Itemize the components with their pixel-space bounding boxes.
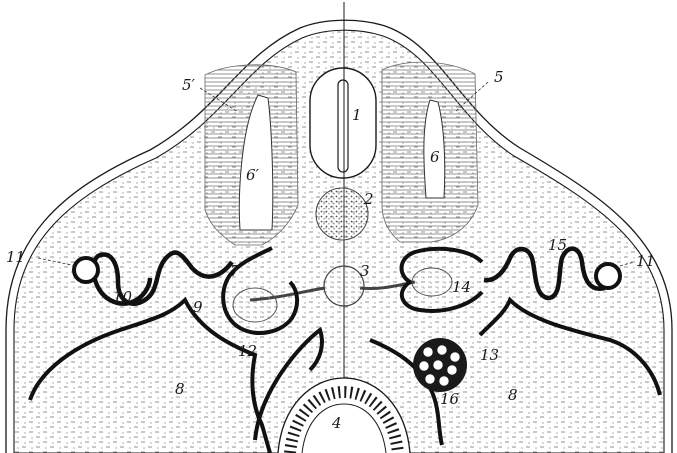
label-12: 12: [238, 342, 257, 360]
label-1: 1: [352, 106, 362, 124]
label-16: 16: [440, 390, 460, 408]
label-5: 5: [494, 68, 504, 86]
label-11-left: 11: [6, 248, 25, 266]
label-4: 4: [331, 414, 342, 432]
glomerulus-left: [233, 288, 277, 322]
label-10: 10: [113, 288, 133, 306]
tubule-end-left: [74, 258, 98, 282]
label-6-prime: 6′: [246, 166, 260, 184]
label-6: 6: [430, 148, 440, 166]
tubule-end-right: [596, 264, 620, 288]
label-8-left: 8: [175, 380, 185, 398]
glomerulus-right: [412, 268, 452, 296]
label-2: 2: [363, 190, 374, 208]
label-3: 3: [360, 262, 370, 280]
label-7: 7: [230, 262, 240, 280]
aorta: [324, 266, 364, 306]
label-5-prime: 5′: [182, 76, 196, 94]
notochord: [316, 188, 368, 240]
label-14: 14: [452, 278, 471, 296]
neural-canal: [338, 80, 348, 172]
label-11-right: 11: [636, 252, 655, 270]
label-13: 13: [480, 346, 499, 364]
label-9: 9: [193, 298, 203, 316]
label-8-right: 8: [508, 386, 518, 404]
label-15: 15: [548, 236, 567, 254]
